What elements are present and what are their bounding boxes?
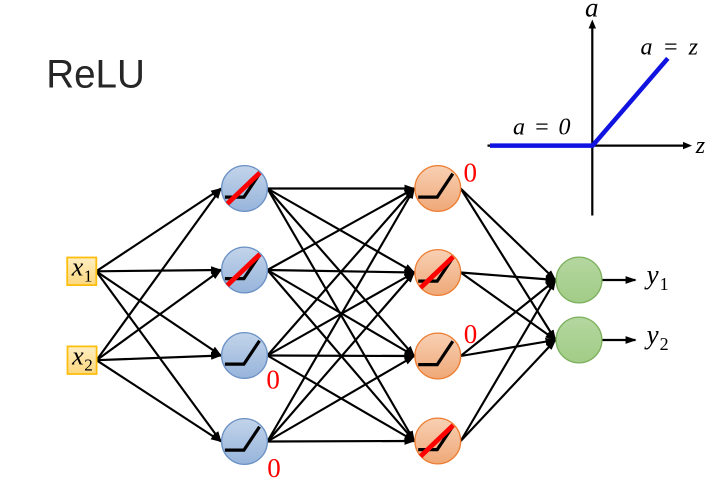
svg-text:0: 0 — [267, 453, 281, 483]
svg-text:1: 1 — [84, 266, 93, 285]
svg-text:2: 2 — [84, 355, 93, 374]
svg-text:x: x — [71, 253, 84, 282]
svg-text:a = 0: a = 0 — [513, 115, 571, 141]
svg-text:0: 0 — [266, 365, 280, 395]
svg-text:0: 0 — [464, 319, 478, 349]
svg-text:z: z — [695, 133, 706, 159]
svg-text:2: 2 — [660, 334, 669, 354]
svg-text:ReLU: ReLU — [46, 52, 145, 96]
svg-text:1: 1 — [660, 274, 669, 294]
svg-text:y: y — [644, 320, 659, 350]
svg-text:0: 0 — [463, 158, 477, 188]
svg-text:x: x — [71, 341, 84, 370]
svg-text:a: a — [585, 0, 599, 22]
svg-text:a = z: a = z — [641, 35, 699, 61]
svg-text:y: y — [644, 260, 659, 290]
